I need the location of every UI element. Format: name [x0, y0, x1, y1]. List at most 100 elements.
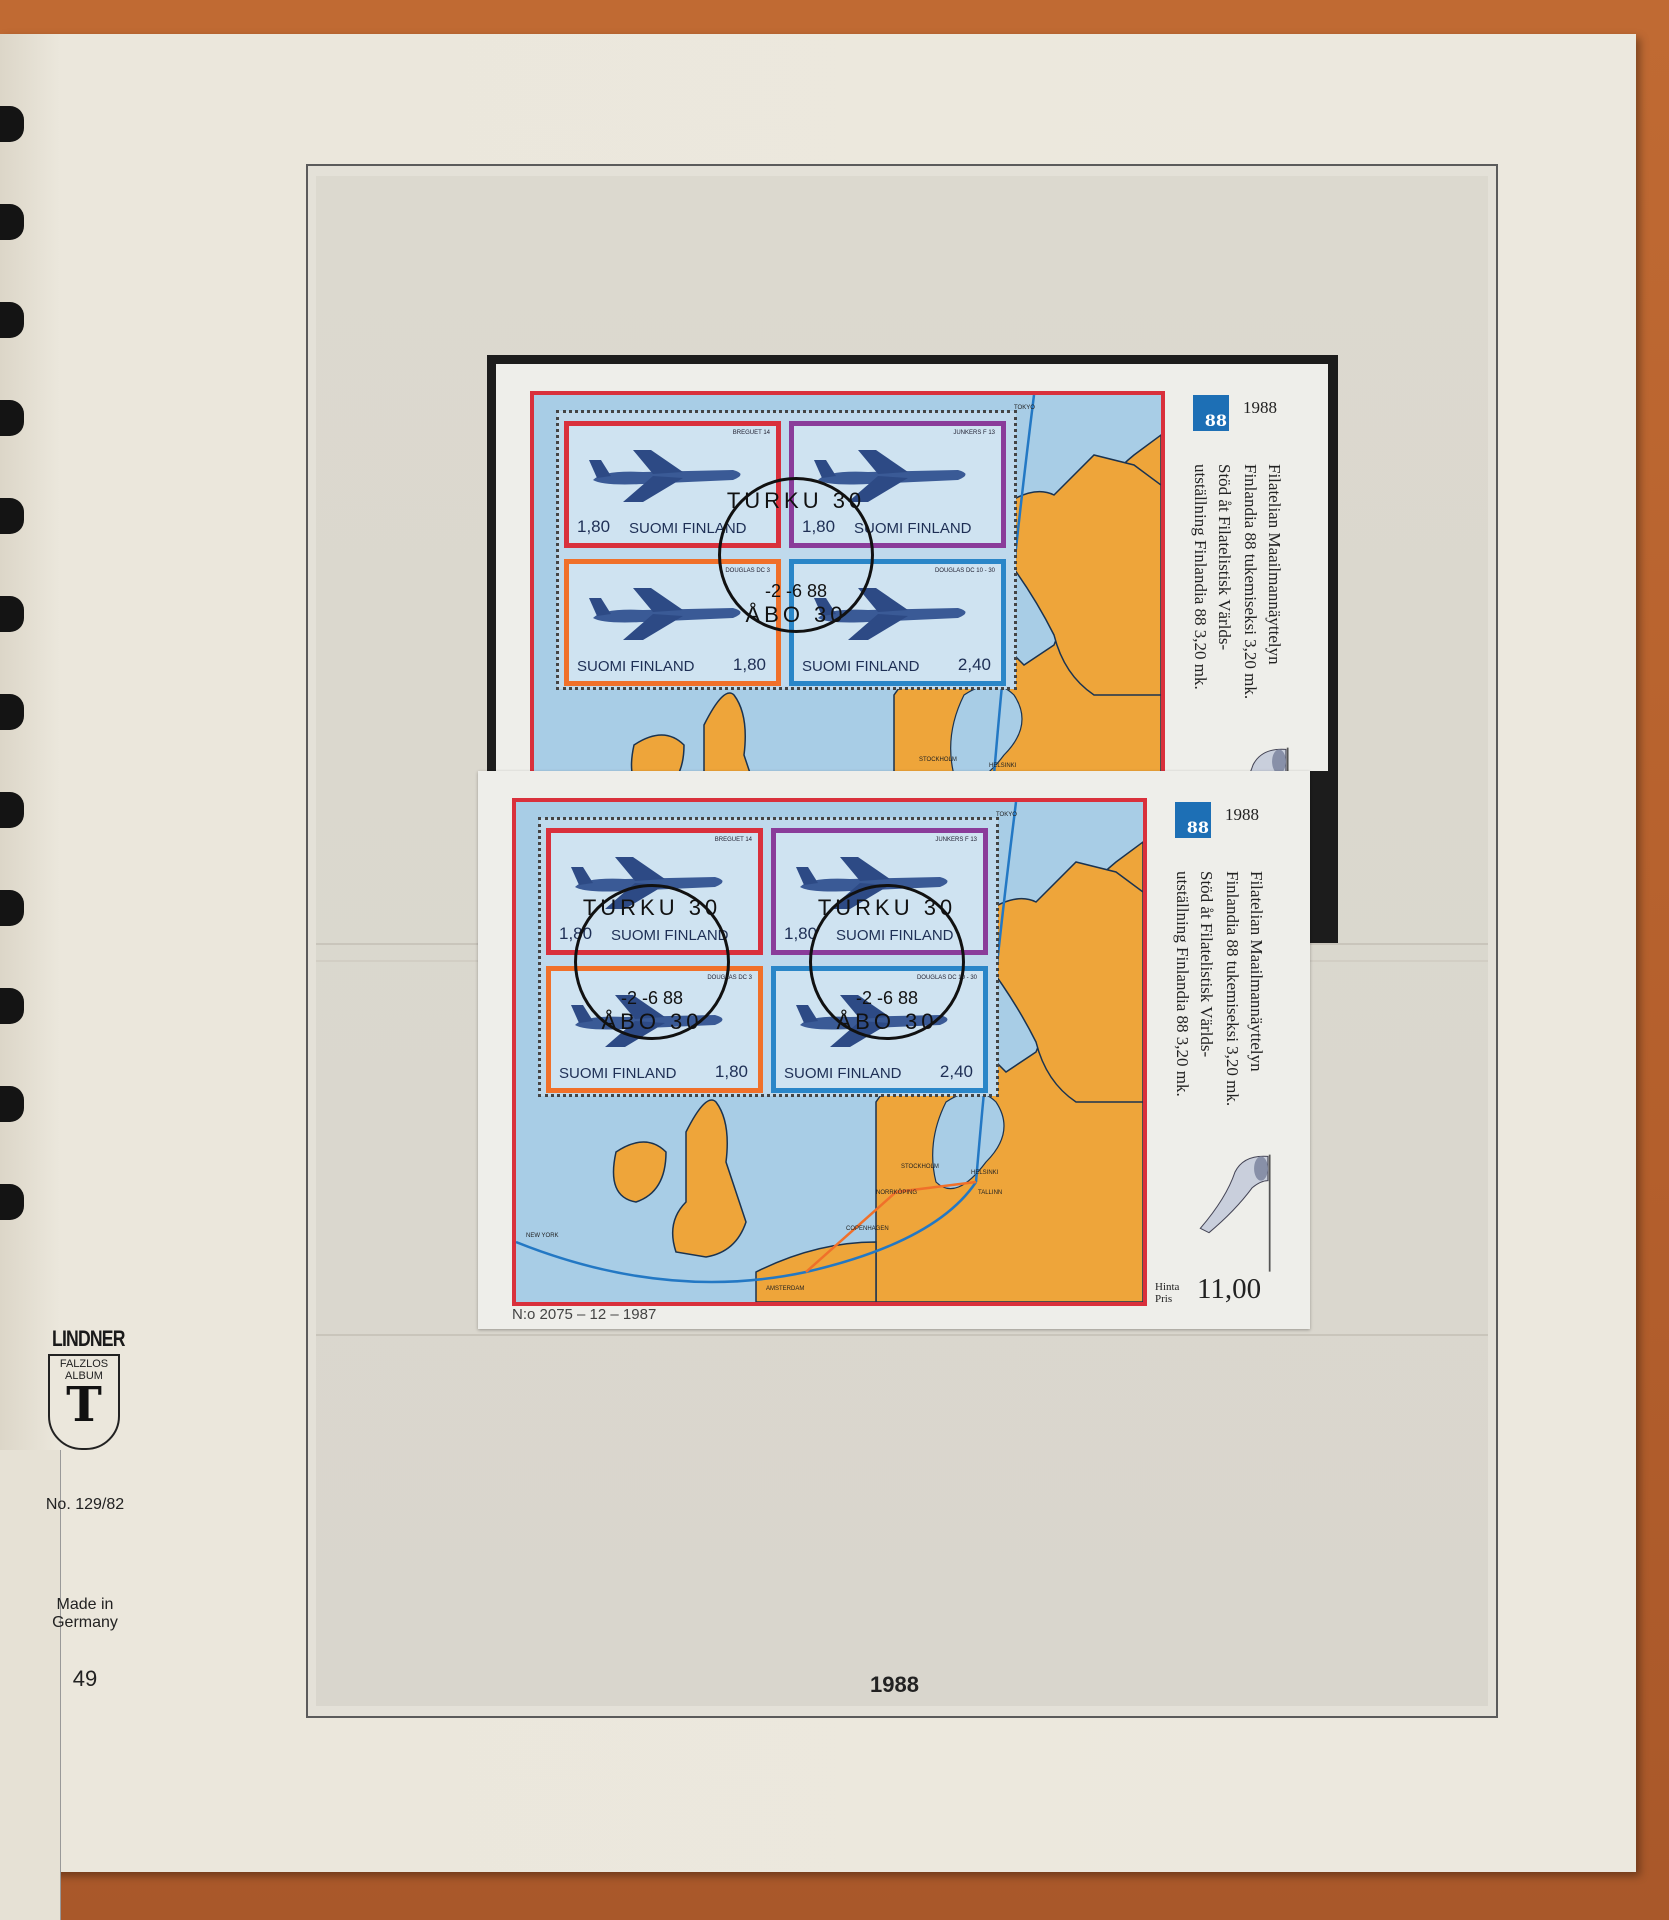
binder-hole — [0, 890, 24, 926]
binder-hole — [0, 106, 24, 142]
finlandia-88-logo: 88 — [1175, 802, 1211, 838]
binder-hole — [0, 400, 24, 436]
route-newyork — [516, 1181, 978, 1284]
binder-hole — [0, 694, 24, 730]
sheet-info-strip: 88 1988 Filatelian Maailmannäyttelyn Fin… — [1163, 364, 1328, 771]
city-label: NEW YORK — [526, 1233, 559, 1239]
windsock-icon — [1250, 747, 1289, 771]
finland-land — [1003, 454, 1161, 696]
city-label: TALLINN — [978, 1190, 1002, 1196]
made-in-line: Germany — [52, 1614, 118, 1631]
price-labels: Hinta Pris — [1155, 1281, 1179, 1305]
city-label: TOKYO — [996, 812, 1017, 818]
sheet-price: 11,00 — [1197, 1273, 1262, 1305]
sheet-text-line: Stöd åt Filatelistisk Världs- — [1215, 464, 1234, 651]
stamp-value: 1,80 — [784, 924, 818, 943]
postmark-office: ÅBO 30 — [601, 1009, 703, 1034]
sheet-text-line: utställning Finlandia 88 3,20 mk. — [1173, 871, 1192, 1097]
binder-hole — [0, 498, 24, 534]
airplane-icon — [814, 450, 966, 502]
stamp-country: SUOMI FINLAND — [559, 1065, 677, 1082]
price-label: Hinta — [1155, 1281, 1180, 1293]
sheet-info-strip: 88 1988 Filatelian Maailmannäyttelyn Fin… — [1145, 771, 1310, 1329]
postmark-cancel: TURKU 30 -2 -6 88 ÅBO 30 — [574, 884, 730, 1040]
plane-name: BREGUET 14 — [714, 837, 752, 843]
sheet-text-line: Finlandia 88 tukemiseksi 3,20 mk. — [1241, 464, 1260, 700]
postmark-cancel: TURKU 30 -2 -6 88 ÅBO 30 — [718, 477, 874, 633]
stamp-country: SUOMI FINLAND — [854, 520, 972, 537]
binder-hole — [0, 1086, 24, 1122]
city-label: NORRKÖPING — [876, 1189, 917, 1196]
finland-land — [985, 861, 1143, 1103]
britain-land — [671, 1099, 747, 1258]
plane-name: BREGUET 14 — [732, 430, 770, 436]
postmark-date: -2 -6 88 — [620, 988, 684, 1008]
plane-name: JUNKERS F 13 — [935, 837, 977, 843]
sheet-text-line: Finlandia 88 tukemiseksi 3,20 mk. — [1223, 871, 1242, 1107]
binder-hole — [0, 204, 24, 240]
made-in-line: Made in — [56, 1596, 114, 1613]
stamp-value: 2,40 — [957, 655, 991, 674]
serial-number: N:o 2075 – 12 – 1987 — [512, 1306, 657, 1323]
route-amsterdam — [805, 1180, 977, 1273]
binder-hole — [0, 1184, 24, 1220]
continent-land — [755, 1241, 877, 1302]
binder-hole — [0, 792, 24, 828]
lindner-logo: LINDNER FALZLOS ALBUM T — [44, 1326, 125, 1450]
sheet-text-line: Filatelian Maailmannäyttelyn — [1247, 871, 1266, 1072]
binder-hole — [0, 302, 24, 338]
stamp-value: 1,80 — [577, 517, 611, 536]
sheet-text-line: Stöd åt Filatelistisk Världs- — [1197, 871, 1216, 1058]
stamp-value: 1,80 — [714, 1062, 748, 1081]
plane-name: JUNKERS F 13 — [953, 430, 995, 436]
ireland-land — [630, 734, 685, 771]
previous-page-edge — [0, 1450, 61, 1920]
price-label: Pris — [1155, 1293, 1173, 1305]
sheet-text-line: utställning Finlandia 88 3,20 mk. — [1191, 464, 1210, 690]
plane-name: DOUGLAS DC 3 — [707, 975, 752, 981]
city-label: STOCKHOLM — [919, 757, 957, 763]
made-in: Made in Germany — [30, 1596, 140, 1632]
stamp-block: BREGUET 14 1,80 SUOMI FINLAND JUNKERS F … — [556, 410, 1017, 690]
finlandia-88-logo: 88 — [1193, 395, 1229, 431]
postmark-town: TURKU 30 — [817, 895, 957, 920]
postmark-town: TURKU 30 — [582, 895, 722, 920]
plane-name: DOUGLAS DC 10 - 30 — [934, 568, 995, 574]
shield-text: ALBUM — [65, 1370, 103, 1382]
souvenir-sheet-bottom[interactable]: TOKYO HELSINKI TALLINN STOCKHOLM NORRKÖP… — [478, 771, 1310, 1329]
city-label: HELSINKI — [971, 1170, 999, 1176]
windsock-icon — [1199, 1154, 1271, 1272]
city-label: STOCKHOLM — [901, 1164, 939, 1170]
sheet-year: 1988 — [1225, 805, 1259, 824]
city-label: HELSINKI — [989, 763, 1017, 769]
binder-hole — [0, 988, 24, 1024]
postmark-office: ÅBO 30 — [836, 1009, 938, 1034]
stamp-country: SUOMI FINLAND — [802, 658, 920, 675]
shield-letter: T — [66, 1377, 102, 1433]
shield-text: FALZLOS — [59, 1358, 109, 1370]
stamp-country: SUOMI FINLAND — [629, 520, 747, 537]
page-year: 1988 — [870, 1672, 919, 1697]
shield-logo-icon: FALZLOS ALBUM T — [48, 1354, 120, 1450]
airplane-icon — [589, 588, 741, 640]
city-label: TOKYO — [1014, 405, 1035, 411]
sheet-year: 1988 — [1243, 398, 1277, 417]
postmark-cancel: TURKU 30 -2 -6 88 ÅBO 30 — [809, 884, 965, 1040]
catalog-number: No. 129/82 — [45, 1496, 125, 1513]
postmark-date: -2 -6 88 — [764, 581, 828, 601]
map-of-northern-europe: TOKYO HELSINKI TALLINN STOCKHOLM NORRKÖP… — [516, 802, 1143, 1302]
stamp-value: 2,40 — [939, 1062, 973, 1081]
brand-name: LINDNER — [52, 1326, 125, 1351]
postmark-office: ÅBO 30 — [745, 602, 847, 627]
postmark-town: TURKU 30 — [726, 488, 866, 513]
ireland-land — [612, 1141, 667, 1203]
binder-hole — [0, 596, 24, 632]
souvenir-sheet-top[interactable]: TOKYO HELSINKI TALLINN STOCKHOLM NORRKÖP… — [496, 364, 1328, 771]
stamp-country: SUOMI FINLAND — [577, 658, 695, 675]
logo-text: 88 — [1204, 411, 1227, 430]
logo-text: 88 — [1186, 818, 1209, 837]
city-label: COPENHAGEN — [846, 1226, 889, 1232]
stamp-value: 1,80 — [732, 655, 766, 674]
airplane-icon — [589, 450, 741, 502]
postmark-date: -2 -6 88 — [855, 988, 919, 1008]
